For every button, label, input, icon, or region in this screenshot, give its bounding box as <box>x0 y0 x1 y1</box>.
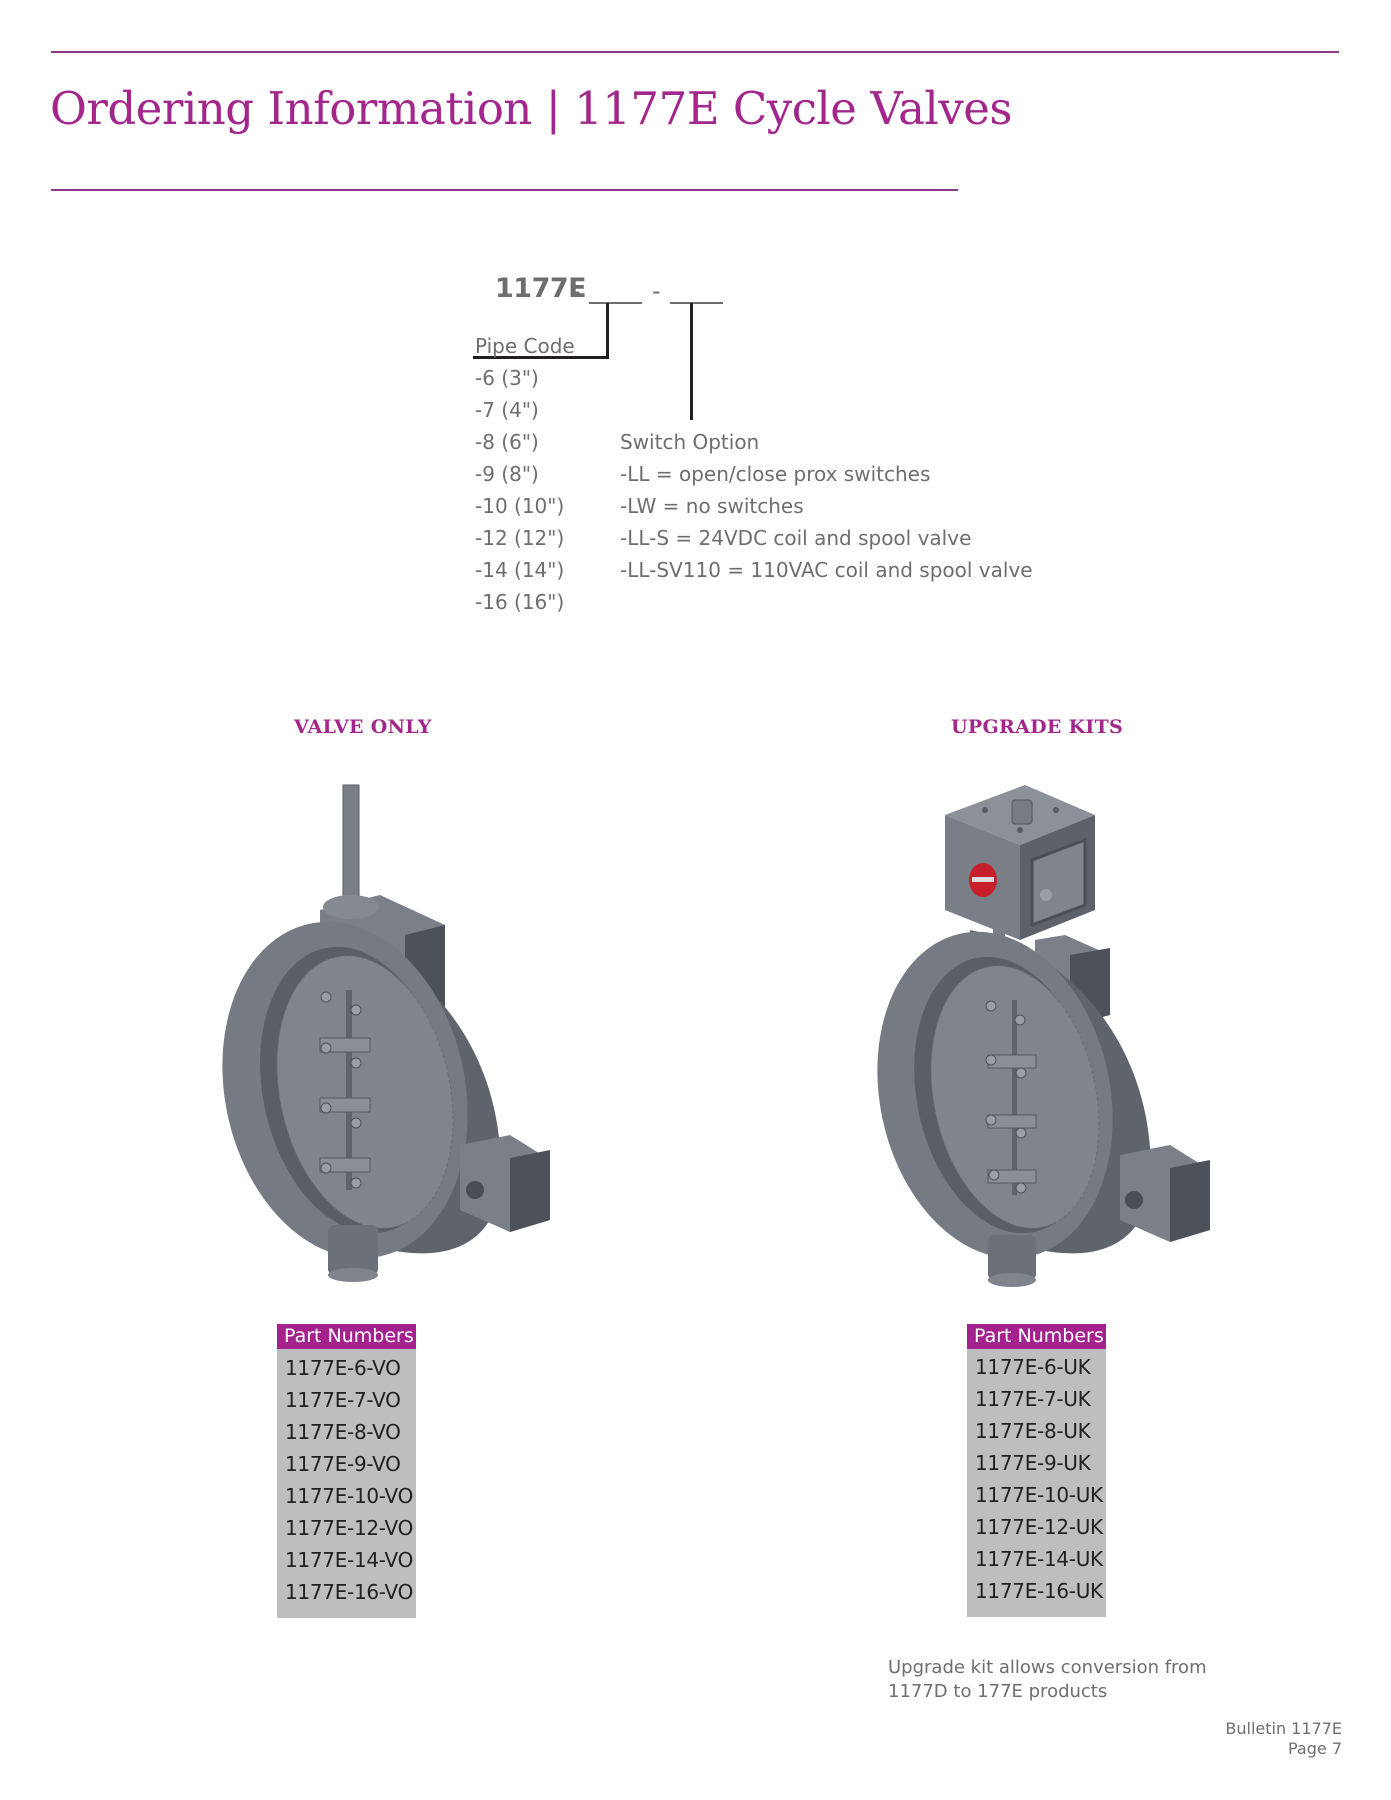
switch-option-item: -LL = open/close prox switches <box>620 462 931 486</box>
title-underline <box>51 189 958 191</box>
bulletin-label: Bulletin 1177E <box>1225 1719 1342 1738</box>
pipe-code-blank <box>589 302 642 304</box>
pipe-code-option: -9 (8") <box>475 462 539 486</box>
upgrade-kit-parts-table: Part Numbers 1177E-6-UK 1177E-7-UK 1177E… <box>967 1324 1106 1617</box>
part-number: 1177E-9-UK <box>975 1451 1091 1475</box>
part-number: 1177E-12-UK <box>975 1515 1103 1539</box>
top-rule <box>51 51 1339 53</box>
switch-option-list: Switch Option -LL = open/close prox swit… <box>620 426 1033 586</box>
switch-option-item: -LW = no switches <box>620 494 804 518</box>
part-number: 1177E-10-VO <box>285 1484 414 1508</box>
valve-only-image <box>222 784 550 1282</box>
switch-option-label: Switch Option <box>620 430 760 454</box>
part-number: 1177E-12-VO <box>285 1516 414 1540</box>
part-number: 1177E-14-VO <box>285 1548 414 1572</box>
pipe-code-option: -7 (4") <box>475 398 539 422</box>
note-line: 1177D to 177E products <box>888 1681 1108 1702</box>
part-number: 1177E-10-UK <box>975 1483 1103 1507</box>
switch-option-connector <box>690 303 693 420</box>
pipe-code-underline <box>473 356 609 359</box>
pipe-code-option: -14 (14") <box>475 558 565 582</box>
part-number: 1177E-8-UK <box>975 1419 1091 1443</box>
code-separator: - <box>572 277 581 305</box>
part-number: 1177E-16-VO <box>285 1580 414 1604</box>
part-number: 1177E-9-VO <box>285 1452 401 1476</box>
page-footer: Bulletin 1177E Page 7 <box>1225 1719 1342 1759</box>
part-number: 1177E-7-UK <box>975 1387 1091 1411</box>
pipe-code-connector <box>606 303 609 359</box>
pipe-code-option: -16 (16") <box>475 590 565 614</box>
code-prefix: 1177E <box>495 273 587 304</box>
code-separator: - <box>652 277 661 305</box>
parts-table-header: Part Numbers <box>967 1324 1106 1349</box>
upgrade-kit-image <box>877 785 1210 1287</box>
pipe-code-option: -12 (12") <box>475 526 565 550</box>
pipe-code-list: Pipe Code -6 (3") -7 (4") -8 (6") -9 (8"… <box>475 330 575 618</box>
part-number: 1177E-7-VO <box>285 1388 401 1412</box>
part-number: 1177E-14-UK <box>975 1547 1103 1571</box>
note-line: Upgrade kit allows conversion from <box>888 1657 1207 1678</box>
switch-option-item: -LL-S = 24VDC coil and spool valve <box>620 526 972 550</box>
pipe-code-option: -8 (6") <box>475 430 539 454</box>
switch-option-item: -LL-SV110 = 110VAC coil and spool valve <box>620 558 1033 582</box>
parts-table-header: Part Numbers <box>277 1324 416 1349</box>
page-title: Ordering Information | 1177E Cycle Valve… <box>50 82 1012 135</box>
valve-only-parts-table: Part Numbers 1177E-6-VO 1177E-7-VO 1177E… <box>277 1324 416 1618</box>
part-number: 1177E-6-VO <box>285 1356 401 1380</box>
part-number: 1177E-6-UK <box>975 1355 1091 1379</box>
page-number: Page 7 <box>1288 1739 1342 1758</box>
upgrade-kit-note: Upgrade kit allows conversion from 1177D… <box>888 1656 1207 1704</box>
switch-option-blank <box>670 302 723 304</box>
part-number: 1177E-16-UK <box>975 1579 1103 1603</box>
pipe-code-option: -6 (3") <box>475 366 539 390</box>
pipe-code-label: Pipe Code <box>475 334 575 358</box>
part-number: 1177E-8-VO <box>285 1420 401 1444</box>
upgrade-kits-heading: UPGRADE KITS <box>951 716 1124 738</box>
valve-only-heading: VALVE ONLY <box>294 716 432 738</box>
pipe-code-option: -10 (10") <box>475 494 565 518</box>
